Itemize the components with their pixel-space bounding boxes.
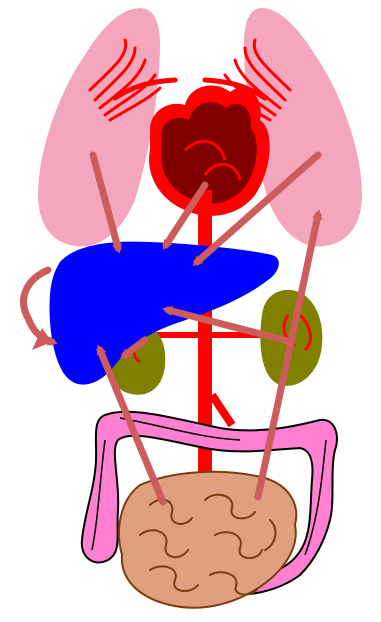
arrow-liver-loop [24, 270, 52, 342]
left-lung [38, 8, 160, 247]
